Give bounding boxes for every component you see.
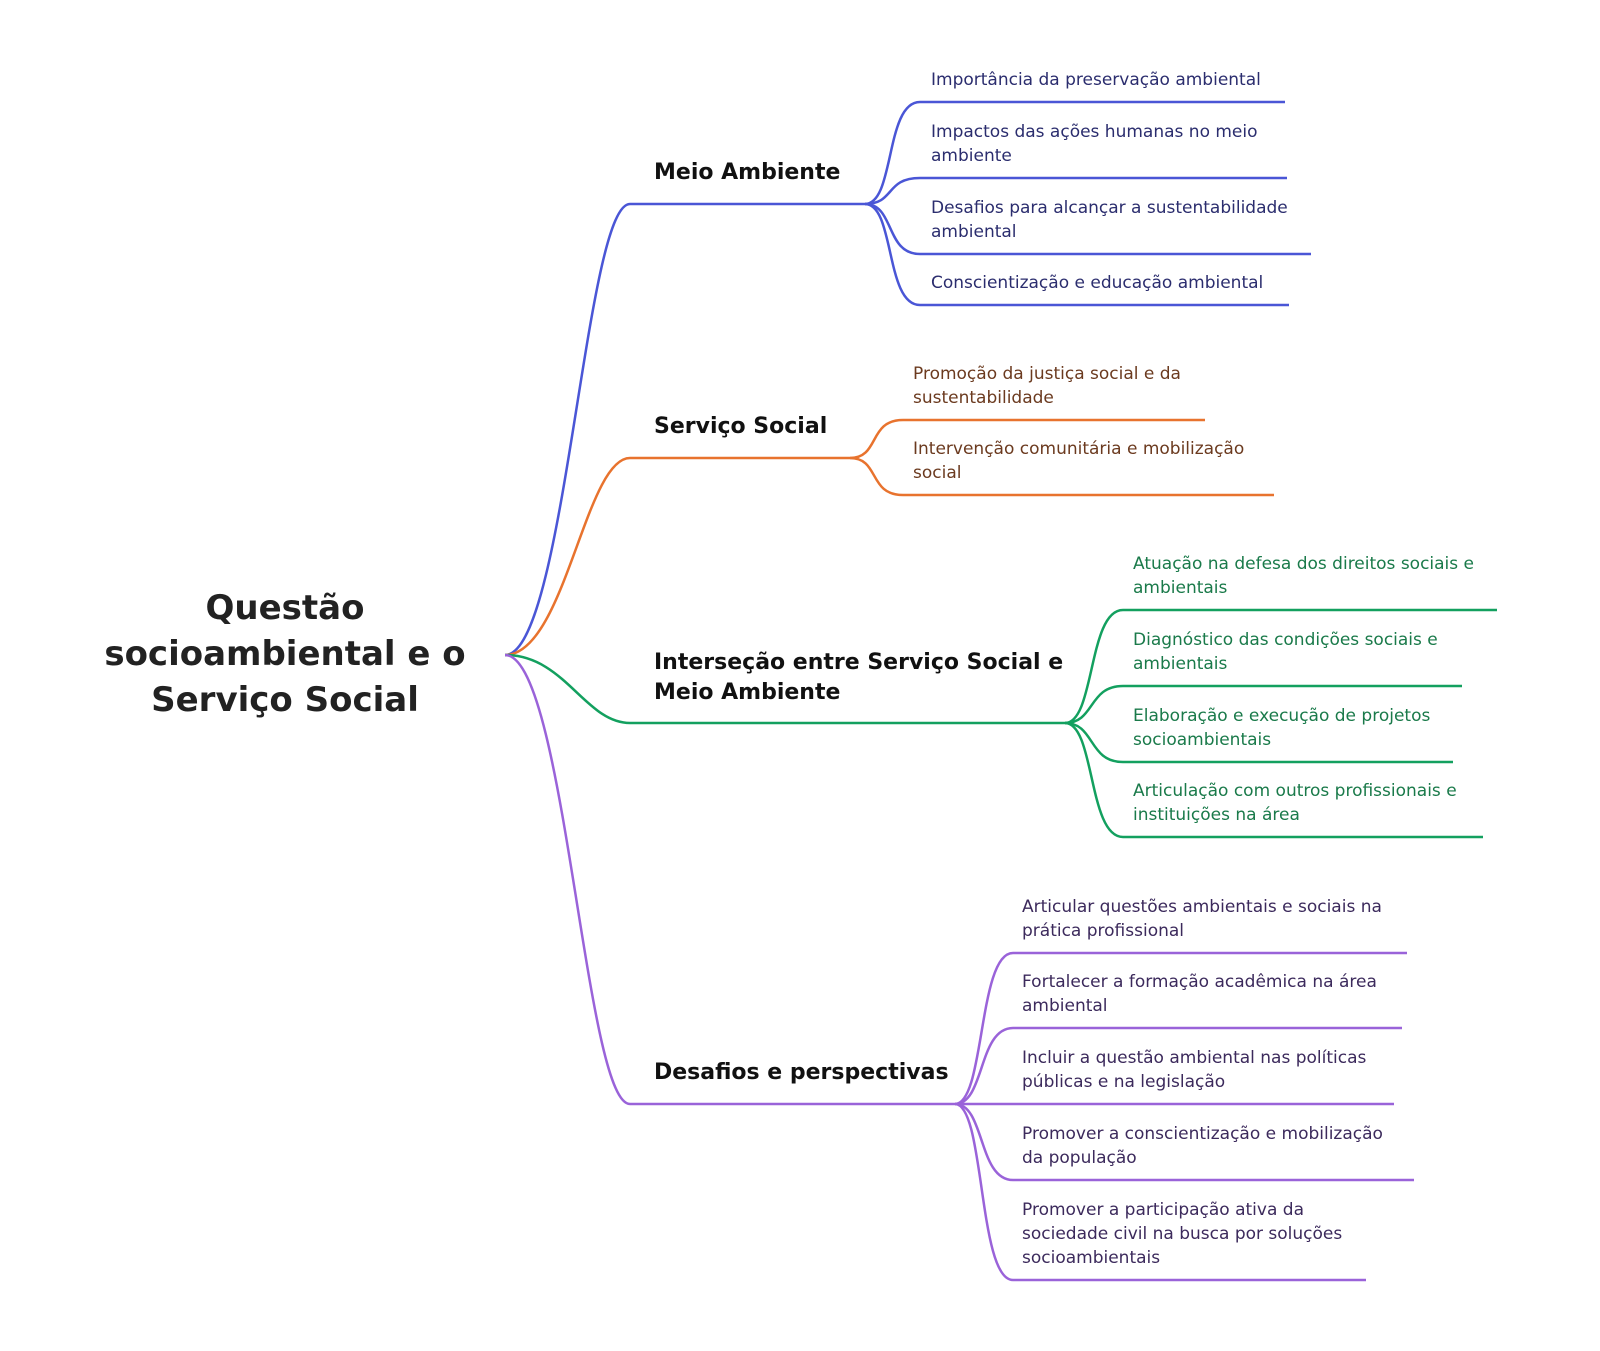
subtopic-line: Promover a participação ativa da — [1022, 1200, 1304, 1220]
subtopic-line: Intervenção comunitária e mobilização — [913, 439, 1245, 459]
subtopic-line: prática profissional — [1022, 921, 1185, 941]
subtopic-connector — [954, 1026, 1402, 1106]
subtopic[interactable]: Articulação com outros profissionais e in… — [1133, 779, 1457, 827]
subtopic-line: socioambientais — [1133, 730, 1272, 750]
root-topic-line: socioambiental e o — [104, 634, 466, 674]
branch-topic[interactable]: Interseção entre Serviço Social e Meio Am… — [654, 648, 1063, 708]
subtopic[interactable]: Atuação na defesa dos direitos sociais e… — [1133, 552, 1474, 600]
subtopic-line: ambiental — [931, 222, 1017, 242]
branch-topic[interactable]: Serviço Social — [654, 412, 827, 442]
subtopic-line: Articular questões ambientais e sociais … — [1022, 897, 1382, 917]
subtopic-connector — [1064, 608, 1497, 725]
subtopic-line: Atuação na defesa dos direitos sociais e — [1133, 554, 1475, 574]
subtopic-connector — [1064, 721, 1453, 764]
subtopic-line: instituições na área — [1133, 805, 1300, 825]
subtopic-line: Importância da preservação ambiental — [931, 70, 1261, 90]
root-topic[interactable]: Questão socioambiental e o Serviço Socia… — [95, 585, 475, 723]
subtopic-line: Conscientização e educação ambiental — [931, 273, 1264, 293]
subtopic-line: ambiente — [931, 146, 1012, 166]
branch-topic-line: Desafios e perspectivas — [654, 1060, 949, 1085]
subtopic[interactable]: Incluir a questão ambiental nas política… — [1022, 1046, 1366, 1094]
subtopic-line: Impactos das ações humanas no meio — [931, 122, 1258, 142]
subtopic-line: Articulação com outros profissionais e — [1133, 781, 1457, 801]
subtopic-line: Promoção da justiça social e da — [913, 364, 1181, 384]
subtopic[interactable]: Diagnóstico das condições sociais e ambie… — [1133, 628, 1438, 676]
subtopic-connector — [954, 951, 1407, 1106]
subtopic-line: ambiental — [1022, 996, 1108, 1016]
branch-connector — [504, 653, 955, 1106]
root-topic-line: Questão — [205, 588, 365, 628]
subtopic[interactable]: Articular questões ambientais e sociais … — [1022, 895, 1382, 943]
branch-connector — [504, 202, 865, 657]
subtopic-line: Promover a conscientização e mobilização — [1022, 1124, 1383, 1144]
branch-topic-line: Serviço Social — [654, 414, 828, 439]
subtopic-connector — [1064, 721, 1483, 839]
subtopic[interactable]: Importância da preservação ambiental — [931, 68, 1261, 92]
subtopic-line: ambientais — [1133, 654, 1228, 674]
subtopic-line: sociedade civil na busca por soluções — [1022, 1224, 1343, 1244]
branch-connector — [504, 653, 1065, 725]
subtopic-line: sustentabilidade — [913, 388, 1054, 408]
subtopic-connector — [864, 202, 1311, 256]
subtopic-line: Diagnóstico das condições sociais e — [1133, 630, 1438, 650]
branch-topic-line: Meio Ambiente — [654, 160, 841, 185]
subtopic-line: ambientais — [1133, 578, 1228, 598]
branch-connector — [504, 456, 850, 657]
subtopic-line: da população — [1022, 1148, 1137, 1168]
subtopic-connector — [864, 100, 1285, 206]
subtopic-connector — [864, 202, 1289, 307]
subtopic[interactable]: Impactos das ações humanas no meio ambien… — [931, 120, 1258, 168]
subtopic-line: Incluir a questão ambiental nas política… — [1022, 1048, 1367, 1068]
subtopic-connector — [849, 418, 1205, 460]
subtopic-line: Fortalecer a formação acadêmica na área — [1022, 972, 1377, 992]
subtopic[interactable]: Elaboração e execução de projetos socioam… — [1133, 704, 1430, 752]
branch-topic-line: Meio Ambiente — [654, 680, 841, 705]
branch-topic-line: Interseção entre Serviço Social e — [654, 650, 1064, 675]
subtopic[interactable]: Promover a participação ativa da sociedad… — [1022, 1198, 1342, 1270]
subtopic[interactable]: Fortalecer a formação acadêmica na área a… — [1022, 970, 1377, 1018]
subtopic-line: Desafios para alcançar a sustentabilidad… — [931, 198, 1288, 218]
subtopic[interactable]: Intervenção comunitária e mobilização soc… — [913, 437, 1244, 485]
subtopic-connector — [1064, 684, 1462, 725]
subtopic-connector — [954, 1102, 1366, 1282]
subtopic-line: Elaboração e execução de projetos — [1133, 706, 1431, 726]
branch-topic[interactable]: Desafios e perspectivas — [654, 1058, 949, 1088]
subtopic-connector — [864, 176, 1287, 206]
subtopic-line: social — [913, 463, 962, 483]
subtopic[interactable]: Desafios para alcançar a sustentabilidad… — [931, 196, 1288, 244]
subtopic-line: socioambientais — [1022, 1248, 1161, 1268]
root-topic-line: Serviço Social — [151, 680, 419, 720]
subtopic-line: públicas e na legislação — [1022, 1072, 1226, 1092]
subtopic[interactable]: Promover a conscientização e mobilização… — [1022, 1122, 1383, 1170]
subtopic[interactable]: Promoção da justiça social e da sustentab… — [913, 362, 1181, 410]
subtopic-connector — [849, 456, 1274, 497]
branch-topic[interactable]: Meio Ambiente — [654, 158, 840, 188]
subtopic[interactable]: Conscientização e educação ambiental — [931, 271, 1263, 295]
subtopic-connector — [954, 1102, 1414, 1182]
